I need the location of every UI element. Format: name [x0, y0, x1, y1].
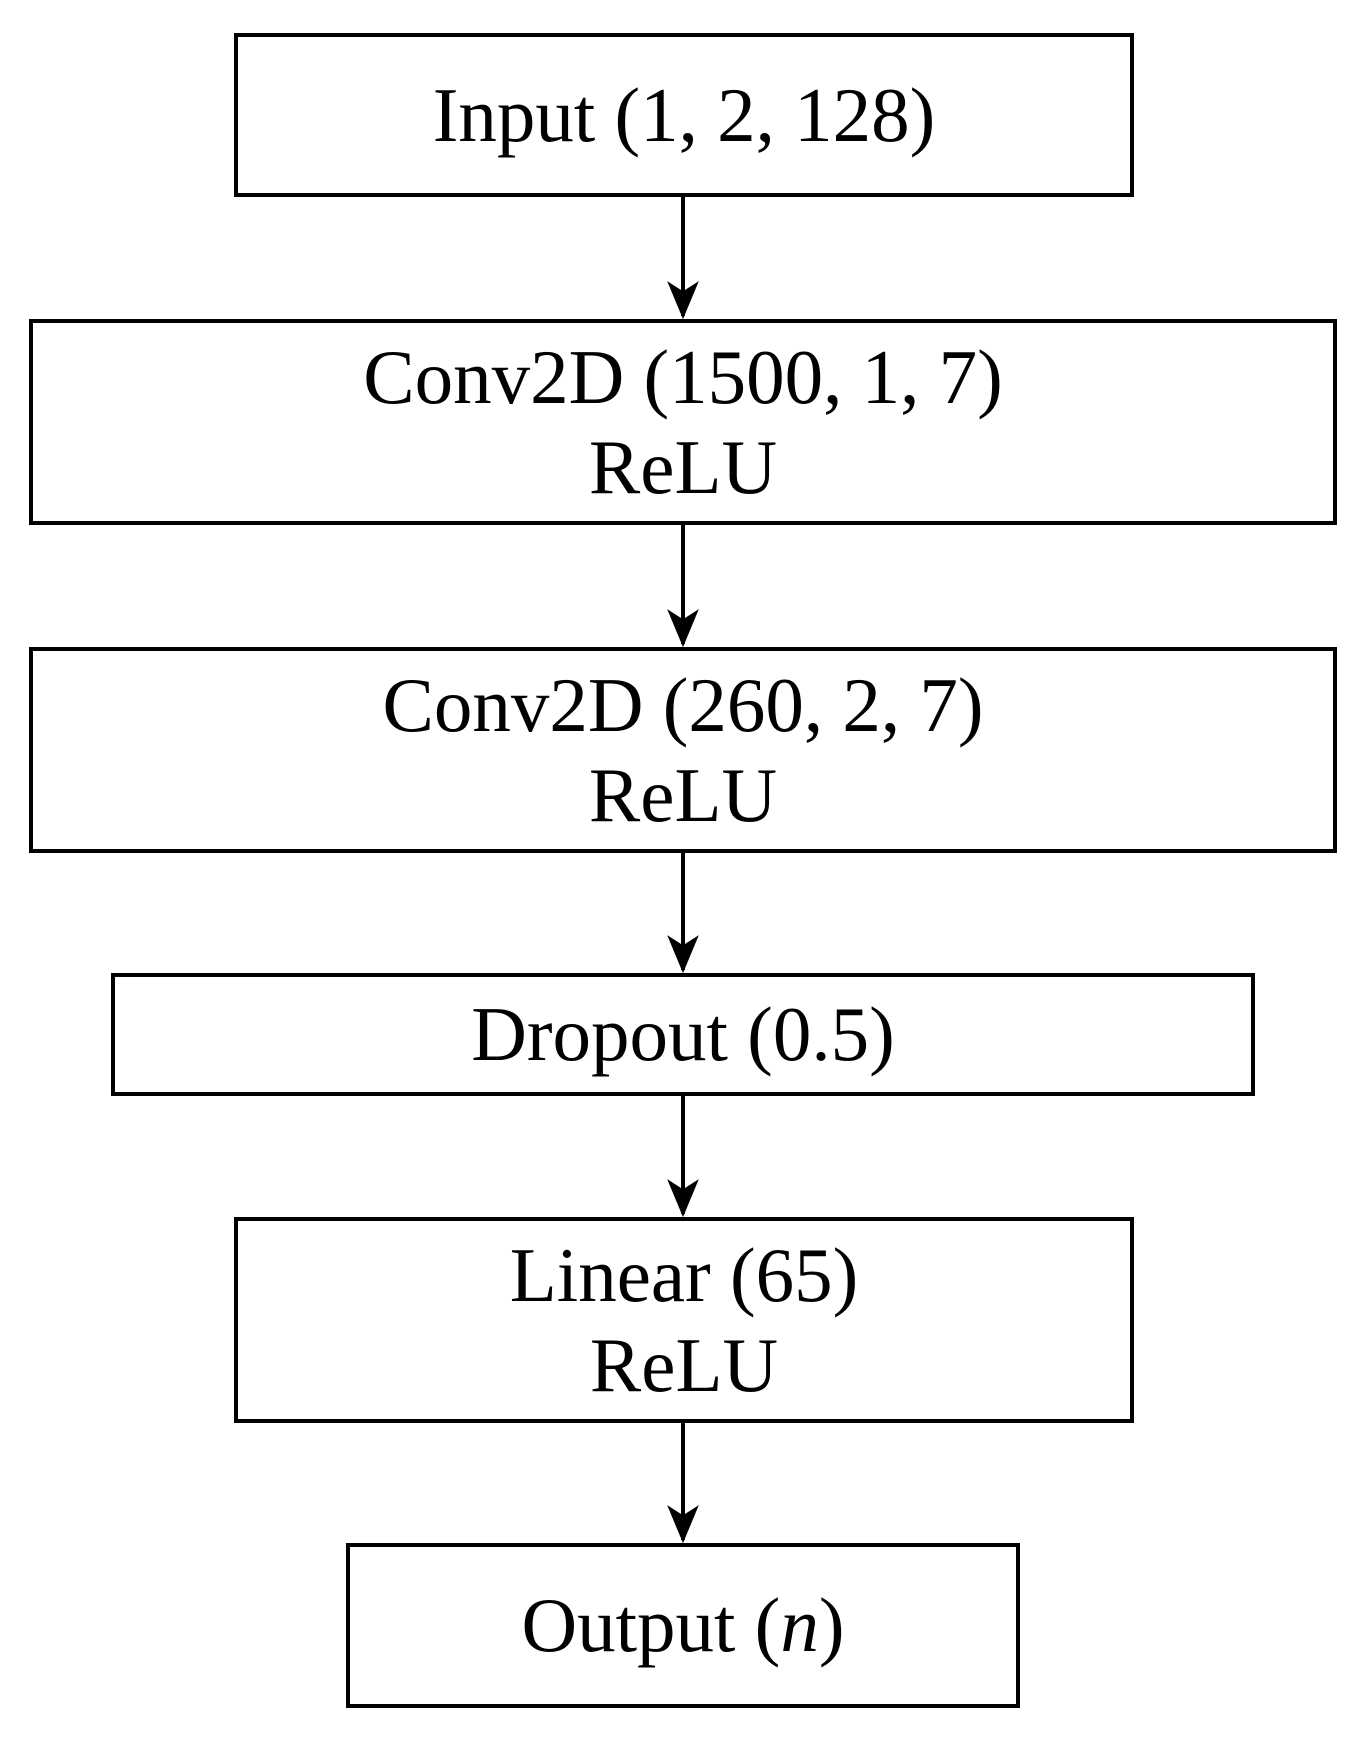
node-conv2d-260-layer: Conv2D (260, 2, 7) ReLU	[29, 647, 1337, 853]
node-dropout-label: Dropout (0.5)	[471, 991, 895, 1078]
node-conv2d-1500-activation: ReLU	[588, 424, 778, 510]
node-linear-activation: ReLU	[589, 1322, 779, 1408]
node-output-layer: Output (n)	[346, 1543, 1020, 1708]
node-output-label-suffix: )	[818, 1582, 845, 1669]
node-linear-label: Linear (65)	[509, 1231, 859, 1318]
node-conv2d-1500-layer: Conv2D (1500, 1, 7) ReLU	[29, 319, 1337, 525]
node-input-layer: Input (1, 2, 128)	[234, 33, 1134, 197]
node-output-label-variable: n	[780, 1582, 819, 1669]
node-output-label: Output (n)	[522, 1580, 845, 1670]
node-dropout-layer: Dropout (0.5)	[111, 973, 1255, 1096]
node-conv2d-1500-label: Conv2D (1500, 1, 7)	[363, 333, 1003, 420]
node-output-label-prefix: Output (	[521, 1582, 781, 1669]
node-linear-layer: Linear (65) ReLU	[234, 1217, 1134, 1423]
node-conv2d-260-activation: ReLU	[588, 752, 778, 838]
node-input-label: Input (1, 2, 128)	[432, 71, 936, 158]
node-conv2d-260-label: Conv2D (260, 2, 7)	[382, 661, 984, 748]
